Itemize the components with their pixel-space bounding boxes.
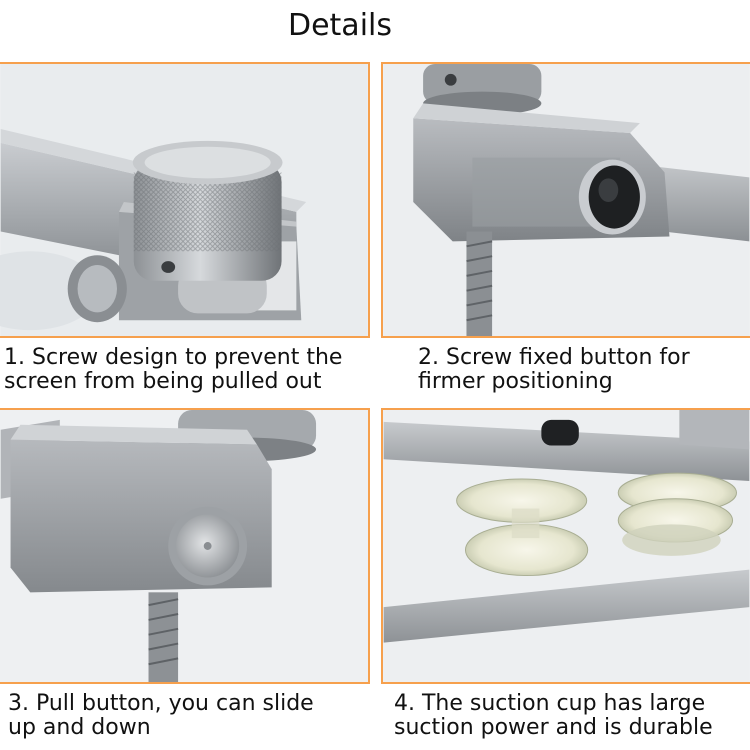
caption-4-line-1: 4. The suction cup has large [394, 691, 706, 716]
knurled-knob-image [0, 64, 368, 336]
caption-2: 2. Screw fixed button for firmer positio… [418, 346, 690, 394]
page-title: Details [287, 8, 392, 43]
caption-3: 3. Pull button, you can slide up and dow… [8, 692, 314, 740]
fixed-button-image [383, 64, 750, 336]
caption-2-line-2: firmer positioning [418, 369, 613, 394]
detail-photo-1 [0, 62, 370, 338]
caption-1: 1. Screw design to prevent the screen fr… [4, 346, 342, 394]
caption-3-line-2: up and down [8, 715, 151, 740]
suction-cup-image [383, 410, 750, 682]
caption-4-line-2: suction power and is durable [394, 715, 713, 740]
detail-photo-2 [381, 62, 750, 338]
pull-button-image [0, 410, 368, 682]
caption-2-line-1: 2. Screw fixed button for [418, 345, 690, 370]
detail-photo-3 [0, 408, 370, 684]
detail-photo-4 [381, 408, 750, 684]
caption-1-line-1: 1. Screw design to prevent the [4, 345, 343, 370]
caption-3-line-1: 3. Pull button, you can slide [8, 691, 314, 716]
caption-1-line-2: screen from being pulled out [4, 369, 322, 394]
caption-4: 4. The suction cup has large suction pow… [394, 692, 713, 740]
